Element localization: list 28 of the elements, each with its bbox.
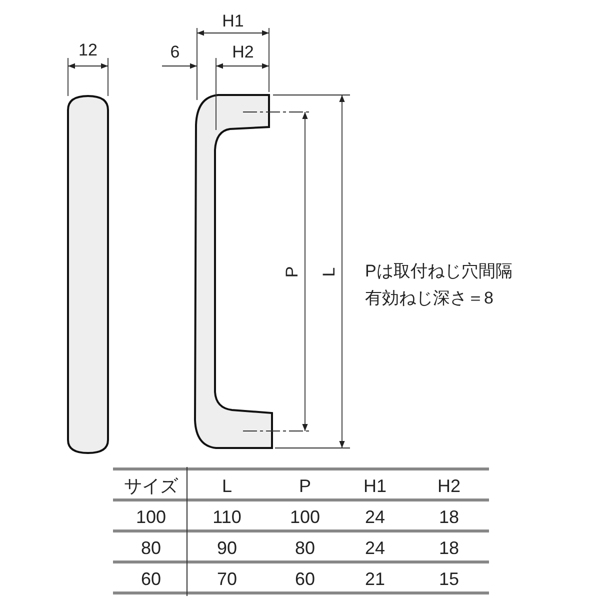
table-value: 60 <box>294 570 316 588</box>
table-value: 80 <box>140 539 162 557</box>
column-header: P <box>299 477 311 495</box>
dimension-label: L <box>320 267 338 277</box>
dimension-label: 6 <box>170 44 180 60</box>
dimension-label: P <box>284 266 300 278</box>
note-text: Pは取付ねじ穴間隔 <box>365 262 512 280</box>
table-value: 24 <box>364 508 386 526</box>
table-value: 70 <box>216 570 238 588</box>
note-text: 有効ねじ深さ＝8 <box>365 290 494 306</box>
table-value: 100 <box>290 508 320 526</box>
table-value: 100 <box>136 508 166 526</box>
dimension-label: H2 <box>232 44 254 60</box>
dimension-label: H1 <box>222 12 244 30</box>
table-value: 80 <box>294 539 316 557</box>
table-value: 15 <box>438 570 460 588</box>
dimension-label: 12 <box>78 42 98 58</box>
column-header: サイズ <box>124 477 178 495</box>
table-value: 90 <box>216 539 238 557</box>
column-header: L <box>222 477 232 495</box>
column-header: H1 <box>364 477 386 495</box>
table-value: 21 <box>364 570 386 588</box>
table-value: 18 <box>438 539 460 557</box>
column-header: H2 <box>438 477 460 495</box>
table-value: 24 <box>364 539 386 557</box>
table-value: 18 <box>438 508 460 526</box>
table-value: 60 <box>140 570 162 588</box>
table-value: 110 <box>212 508 242 526</box>
